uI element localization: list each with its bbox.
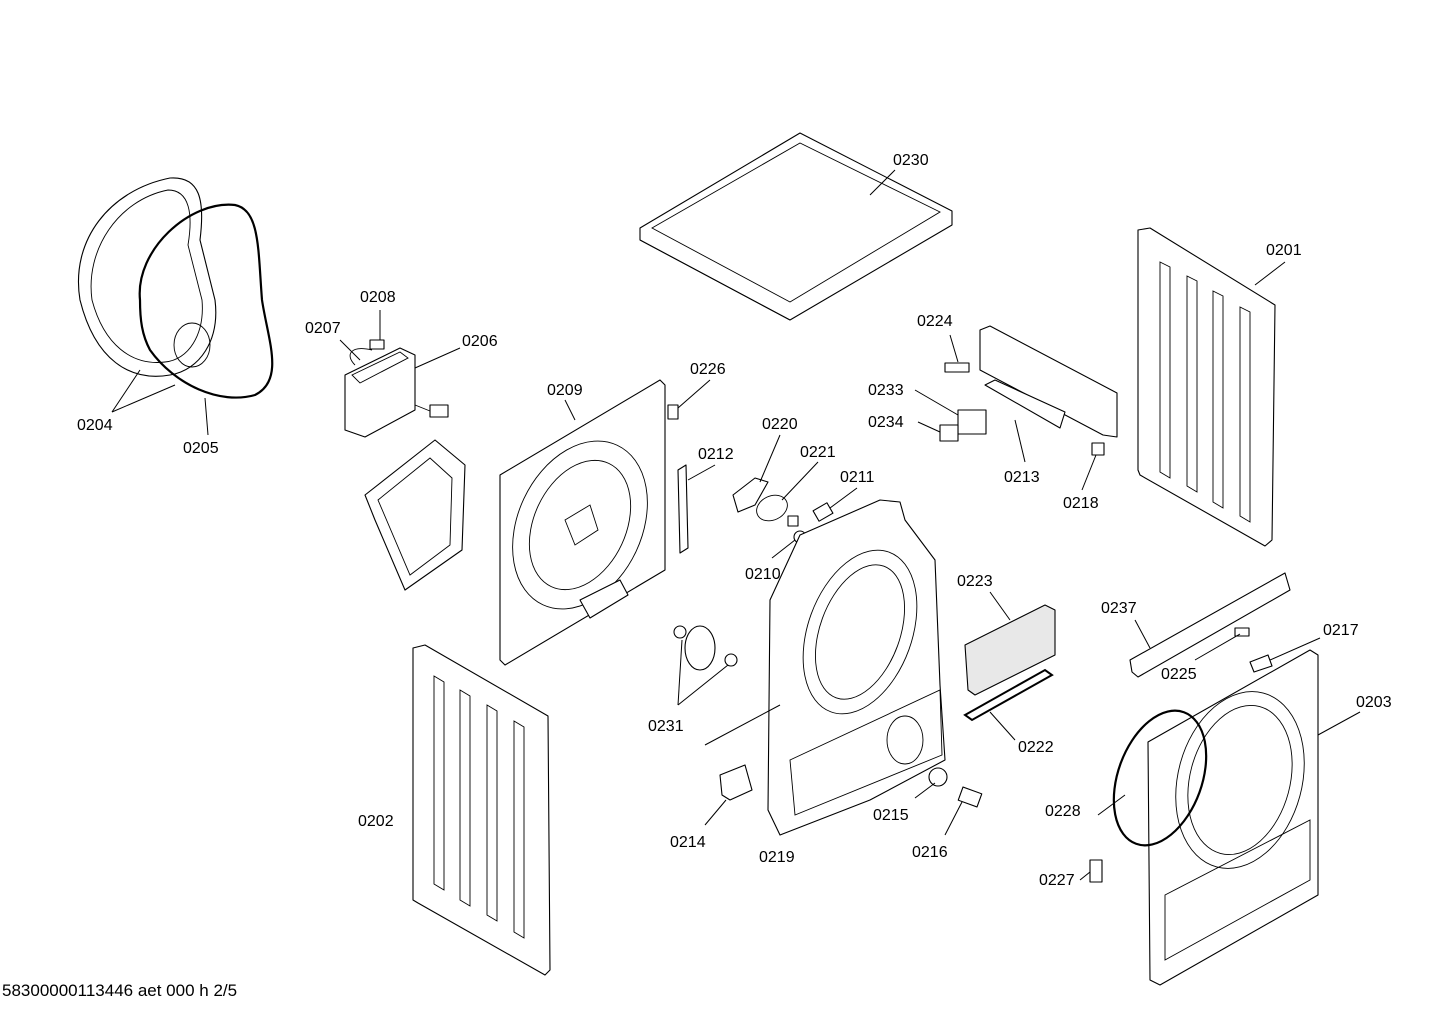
label-0228: 0228 xyxy=(1045,803,1081,820)
label-0203: 0203 xyxy=(1356,694,1392,711)
part-0233-module xyxy=(957,409,987,435)
label-0210: 0210 xyxy=(745,566,781,583)
label-0233: 0233 xyxy=(868,382,904,399)
part-control-board xyxy=(979,325,1118,438)
label-0206: 0206 xyxy=(462,333,498,350)
label-0219: 0219 xyxy=(759,849,795,866)
label-0234: 0234 xyxy=(868,414,904,431)
label-0221: 0221 xyxy=(800,444,836,461)
part-0225-clip xyxy=(1234,627,1250,637)
label-0224: 0224 xyxy=(917,313,953,330)
part-0203-front-panel xyxy=(1147,649,1319,986)
part-0207-cable xyxy=(349,348,373,366)
label-0209: 0209 xyxy=(547,382,583,399)
part-0237-rail xyxy=(1129,572,1291,678)
part-0221-seal-ring xyxy=(756,494,788,522)
label-0230: 0230 xyxy=(893,152,929,169)
part-0219-frame xyxy=(767,499,946,836)
label-0201: 0201 xyxy=(1266,242,1302,259)
document-id-footer: 58300000113446 aet 000 h 2/5 xyxy=(2,981,238,1000)
label-0212: 0212 xyxy=(698,446,734,463)
part-0222-gasket xyxy=(963,668,1054,722)
part-0224-clip xyxy=(944,362,970,373)
part-0208-clip xyxy=(369,339,385,350)
label-0216: 0216 xyxy=(912,844,948,861)
part-0223-filter xyxy=(964,604,1056,696)
part-0205-door-seal xyxy=(138,203,274,399)
part-0209-rear-panel xyxy=(499,379,666,666)
label-0214: 0214 xyxy=(670,834,706,851)
part-duct xyxy=(364,439,466,591)
leader-lines xyxy=(111,169,1361,881)
part-0234-switch xyxy=(939,424,959,442)
part-0231-wheel xyxy=(673,625,738,671)
part-0215-knob xyxy=(928,767,948,787)
part-0212-rail xyxy=(677,464,689,554)
label-0222: 0222 xyxy=(1018,739,1054,756)
part-0230-top-cover xyxy=(639,132,953,321)
part-0216-plug xyxy=(957,786,983,808)
label-0223: 0223 xyxy=(957,573,993,590)
part-0211-sensor xyxy=(812,502,834,522)
label-0208: 0208 xyxy=(360,289,396,306)
part-0202-side-panel xyxy=(412,644,551,976)
label-0213: 0213 xyxy=(1004,469,1040,486)
label-0227: 0227 xyxy=(1039,872,1075,889)
part-0213-rail xyxy=(984,379,1066,429)
label-0218: 0218 xyxy=(1063,495,1099,512)
label-0205: 0205 xyxy=(183,440,219,457)
label-0211: 0211 xyxy=(840,469,875,486)
label-0215: 0215 xyxy=(873,807,909,824)
label-0225: 0225 xyxy=(1161,666,1197,683)
label-0204: 0204 xyxy=(77,417,113,434)
part-0204-door-frame xyxy=(78,177,217,377)
label-0237: 0237 xyxy=(1101,600,1137,617)
label-0202: 0202 xyxy=(358,813,394,830)
part-0218-clip xyxy=(1091,442,1105,456)
part-0228-seal xyxy=(1112,709,1208,847)
part-0217-bracket xyxy=(1249,654,1273,673)
part-0201-side-panel xyxy=(1137,227,1276,547)
part-0220-bracket xyxy=(732,477,769,513)
part-0214-bracket xyxy=(719,764,753,801)
part-0226-clip xyxy=(667,404,679,420)
part-labels: 0230 0201 0208 0224 0207 0206 0226 0209 … xyxy=(77,152,1392,889)
label-0231: 0231 xyxy=(648,718,684,735)
label-0226: 0226 xyxy=(690,361,726,378)
part-0227-latch xyxy=(1089,859,1103,883)
part-0206-module xyxy=(344,347,449,438)
label-0217: 0217 xyxy=(1323,622,1359,639)
label-0207: 0207 xyxy=(305,320,341,337)
label-0220: 0220 xyxy=(762,416,798,433)
